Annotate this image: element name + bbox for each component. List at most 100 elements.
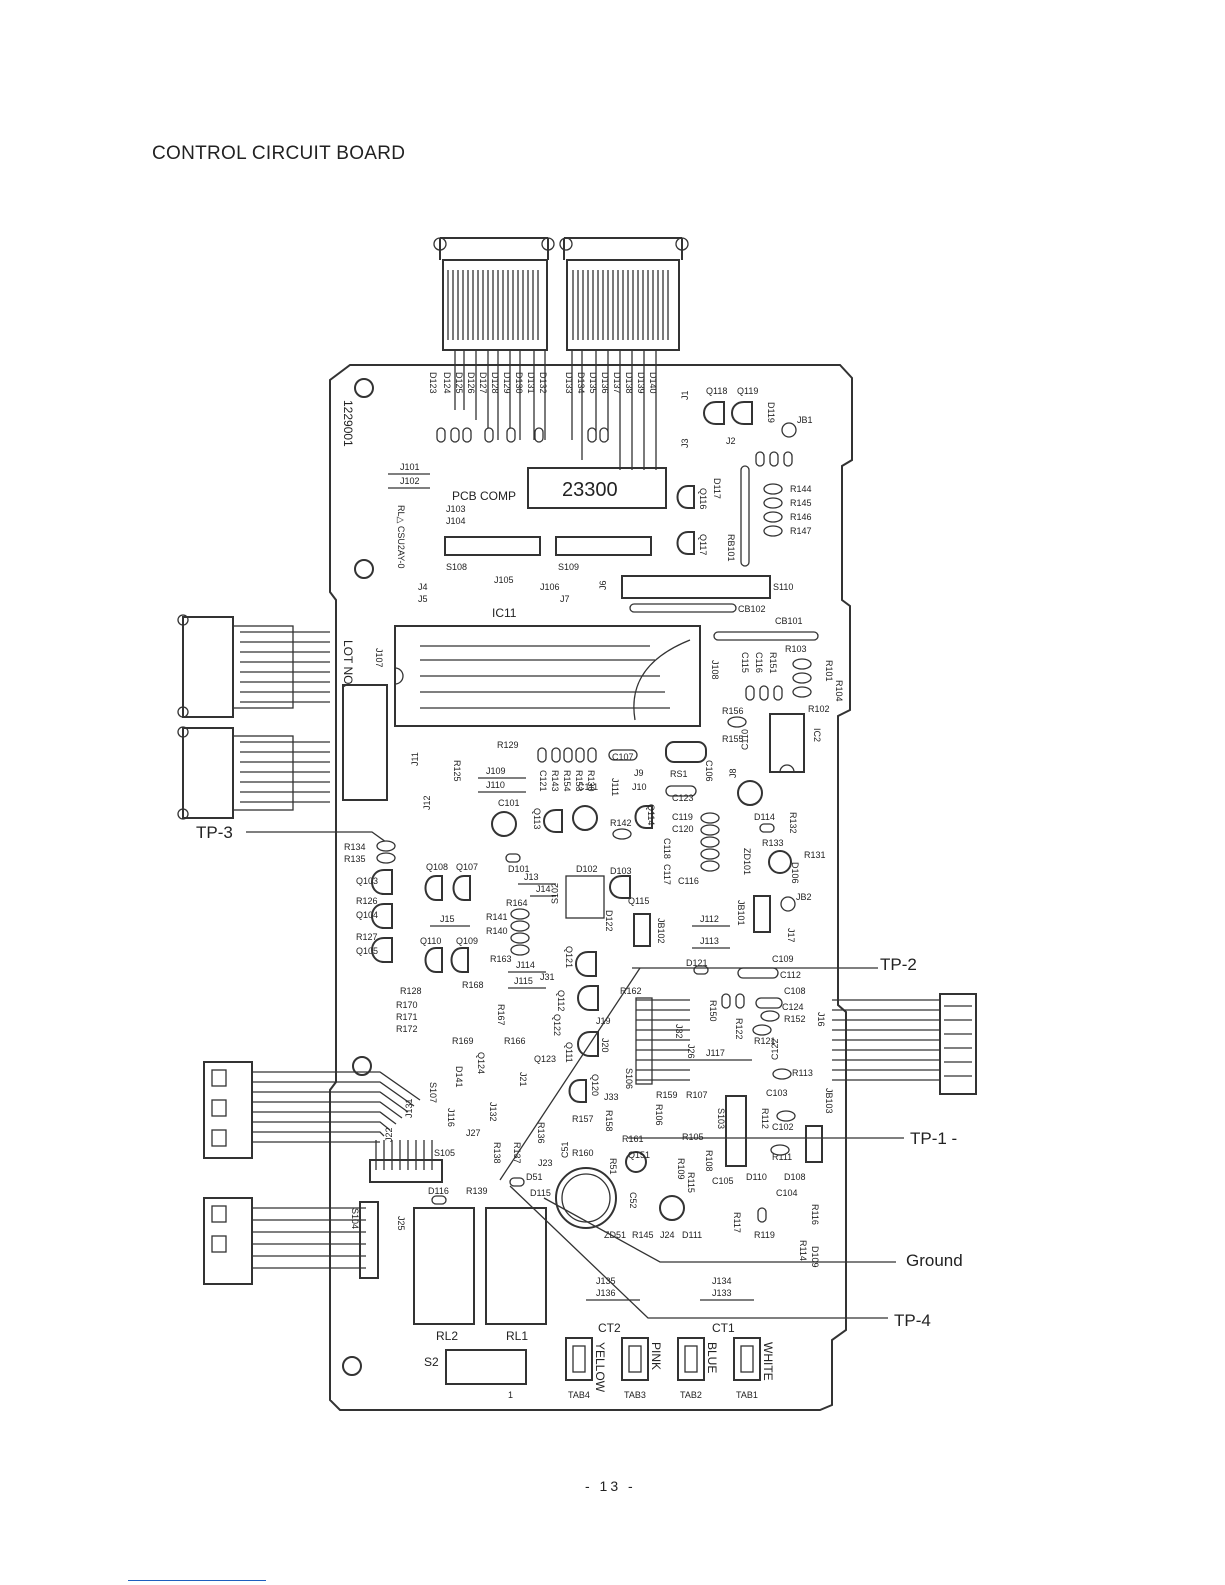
j104-label: J104 — [446, 516, 466, 526]
jb101-label: JB101 — [736, 900, 746, 926]
top-diode-label: D136 — [600, 372, 610, 394]
r170-label: R170 — [396, 1000, 418, 1010]
cb101-capacitor — [713, 631, 819, 641]
s2-pin-label: 1 — [508, 1390, 513, 1400]
r126-label: R126 — [356, 896, 378, 906]
q107-label: Q107 — [456, 862, 478, 872]
d106-round — [768, 850, 792, 874]
zd51-label: ZD51 — [604, 1230, 626, 1240]
c115-c116-r151-row — [745, 685, 783, 701]
d119-label: D119 — [766, 402, 776, 423]
d108-label: D108 — [784, 1172, 806, 1182]
s102-connector — [565, 875, 605, 919]
q119-label: Q119 — [737, 386, 758, 396]
q124-label: Q124 — [476, 1052, 486, 1074]
c124-capacitor — [755, 997, 783, 1009]
j103-label: J103 — [446, 504, 466, 514]
c107-capacitor — [608, 749, 638, 761]
r109-label: R109 — [676, 1158, 686, 1180]
r143-label: R143 — [550, 770, 560, 792]
j4-label: J4 — [418, 582, 428, 592]
j112-label: J112 — [700, 914, 719, 924]
r150-row — [721, 993, 745, 1009]
jb102-label: JB102 — [656, 918, 666, 944]
d121-label: D121 — [686, 958, 708, 968]
rb101-resistor-network — [740, 465, 750, 567]
q108-outline — [424, 875, 443, 901]
r132-label: R132 — [788, 812, 798, 834]
jb103-label: JB103 — [824, 1088, 834, 1114]
rb101-label: RB101 — [726, 534, 736, 562]
q113-label: Q113 — [532, 808, 542, 829]
j17-label: J17 — [786, 928, 796, 943]
r106-label: R106 — [654, 1104, 664, 1126]
mounting-hole — [354, 559, 374, 579]
pcb-comp-label: PCB COMP — [452, 489, 516, 503]
jb102-block — [633, 913, 651, 947]
jb101-block — [753, 895, 771, 933]
d106-label: D106 — [790, 862, 800, 884]
q104-label: Q104 — [356, 910, 378, 920]
zd101-label: ZD101 — [742, 848, 752, 875]
top-diode-label: D130 — [514, 372, 524, 394]
r140-label: R140 — [486, 926, 508, 936]
top-diode-label: D133 — [564, 372, 574, 394]
terminal-tab-label: TAB1 — [736, 1390, 758, 1400]
relay-rl2 — [413, 1207, 475, 1325]
rl2-label: RL2 — [436, 1329, 458, 1343]
d141-label: D141 — [454, 1066, 464, 1088]
q105-outline — [371, 937, 393, 963]
r125-label: R125 — [452, 760, 462, 782]
terminal-tab-color: PINK — [649, 1342, 663, 1370]
q118-outline — [703, 401, 725, 425]
q109-outline — [450, 947, 469, 973]
r117-label: R117 — [732, 1212, 742, 1233]
r144-label: R144 — [790, 484, 812, 494]
j117-label: J117 — [706, 1048, 725, 1058]
r130-label: R130 — [586, 770, 596, 792]
s2-switch — [445, 1349, 527, 1385]
c123-capacitor — [665, 785, 697, 797]
r131-label: R131 — [804, 850, 826, 860]
q108-label: Q108 — [426, 862, 448, 872]
j133-label: J133 — [712, 1288, 732, 1298]
ic2-label: IC2 — [812, 728, 822, 742]
r102-label: R102 — [808, 704, 830, 714]
c112-label: C112 — [780, 970, 801, 980]
j33-label: J33 — [604, 1092, 619, 1102]
s2-label: S2 — [424, 1355, 439, 1369]
j110-label: J110 — [486, 780, 505, 790]
r160-label: R160 — [572, 1148, 594, 1158]
d115-label: D115 — [530, 1188, 551, 1198]
ct2-label: CT2 — [598, 1321, 621, 1335]
j31-label: J31 — [540, 972, 555, 982]
q114-outline — [634, 805, 653, 829]
r105-label: R105 — [682, 1132, 704, 1142]
j101-label: J101 — [400, 462, 420, 472]
r139-label: R139 — [466, 1186, 488, 1196]
left-connector-lower-b — [203, 1197, 379, 1285]
c106-label: C106 — [704, 760, 714, 782]
r146-label: R146 — [790, 512, 812, 522]
s105-connector — [369, 1140, 443, 1183]
d109-label: D109 — [810, 1246, 820, 1268]
mounting-hole — [352, 1056, 372, 1076]
j19-label: J19 — [596, 1016, 611, 1026]
j14-label: J14 — [536, 884, 551, 894]
c105-label: C105 — [712, 1176, 734, 1186]
c103-label: C103 — [766, 1088, 788, 1098]
d51-diode — [509, 1177, 525, 1187]
r168-label: R168 — [462, 980, 484, 990]
c115-label: C115 — [740, 652, 750, 673]
j10-label: J10 — [632, 782, 647, 792]
j106-label: J106 — [540, 582, 560, 592]
q105-label: Q105 — [356, 946, 378, 956]
top-diode-label: D132 — [538, 372, 548, 394]
j108-label: J108 — [710, 660, 720, 680]
r111-label: R111 — [772, 1152, 792, 1162]
s110-connector — [621, 575, 771, 599]
j111-label: J111 — [610, 778, 620, 796]
q116-label: Q116 — [698, 488, 708, 509]
